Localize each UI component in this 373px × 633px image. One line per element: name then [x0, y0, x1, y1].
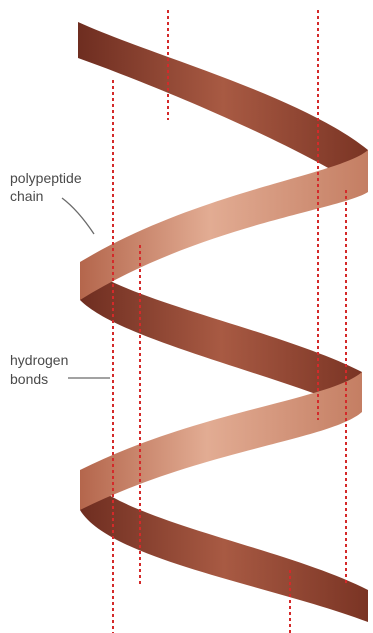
ribbon-back-3: [80, 470, 368, 622]
ribbon-back-2: [80, 262, 362, 412]
hydrogen-bonds-label-line1: hydrogen: [10, 352, 68, 368]
polypeptide-label-line2: chain: [10, 188, 43, 204]
ribbon-front-1: [80, 150, 368, 300]
hydrogen-bonds-label-line2: bonds: [10, 371, 48, 387]
helix-back-segments: [78, 22, 368, 622]
ribbon-front-2: [80, 372, 362, 510]
ribbon-back-1: [78, 22, 368, 192]
polypeptide-label-line1: polypeptide: [10, 170, 82, 186]
polypeptide-leader-line: [62, 198, 94, 234]
